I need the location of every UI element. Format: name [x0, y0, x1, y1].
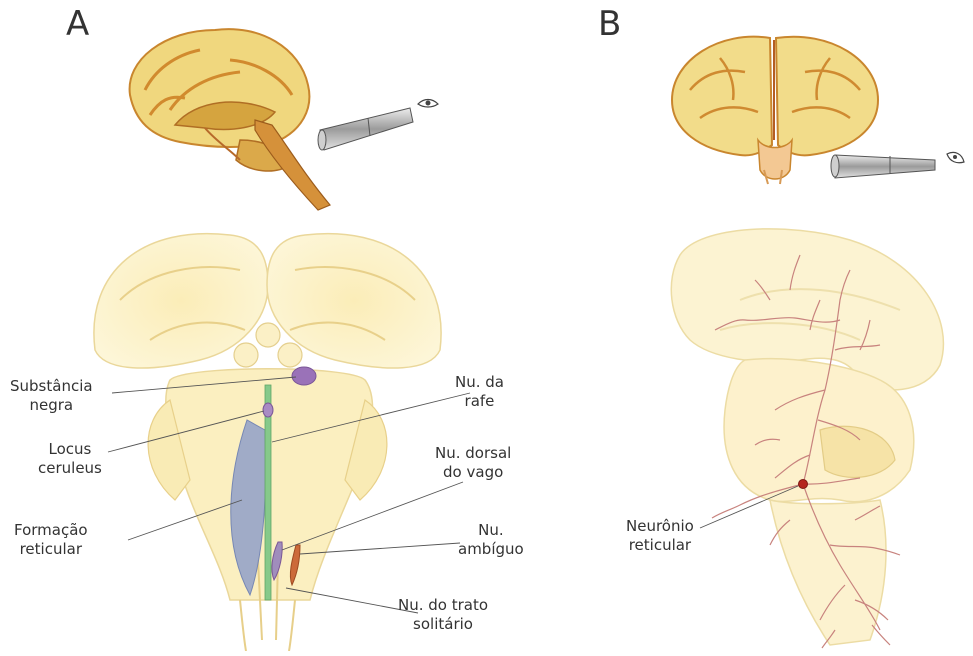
- label-solitary-tract-nucleus: Nu. do trato solitário: [398, 596, 488, 634]
- label-ambiguus-nucleus: Nu. ambíguo: [458, 521, 524, 559]
- viewing-cone-a: [318, 100, 438, 151]
- label-raphe-nucleus: Nu. da rafe: [455, 373, 504, 411]
- label-dorsal-vagus-nucleus: Nu. dorsal do vago: [435, 444, 511, 482]
- label-reticular-neuron: Neurônio reticular: [626, 517, 694, 555]
- label-reticular-formation: Formação reticular: [14, 521, 88, 559]
- sagittal-brain: [130, 29, 330, 210]
- label-substantia-nigra: Substância negra: [10, 377, 93, 415]
- label-locus-ceruleus: Locus ceruleus: [38, 440, 102, 478]
- viewing-cone-b: [831, 152, 964, 178]
- panel-letter-b: B: [598, 4, 621, 44]
- panel-letter-a: A: [66, 4, 89, 44]
- lateral-brainstem: [671, 229, 943, 648]
